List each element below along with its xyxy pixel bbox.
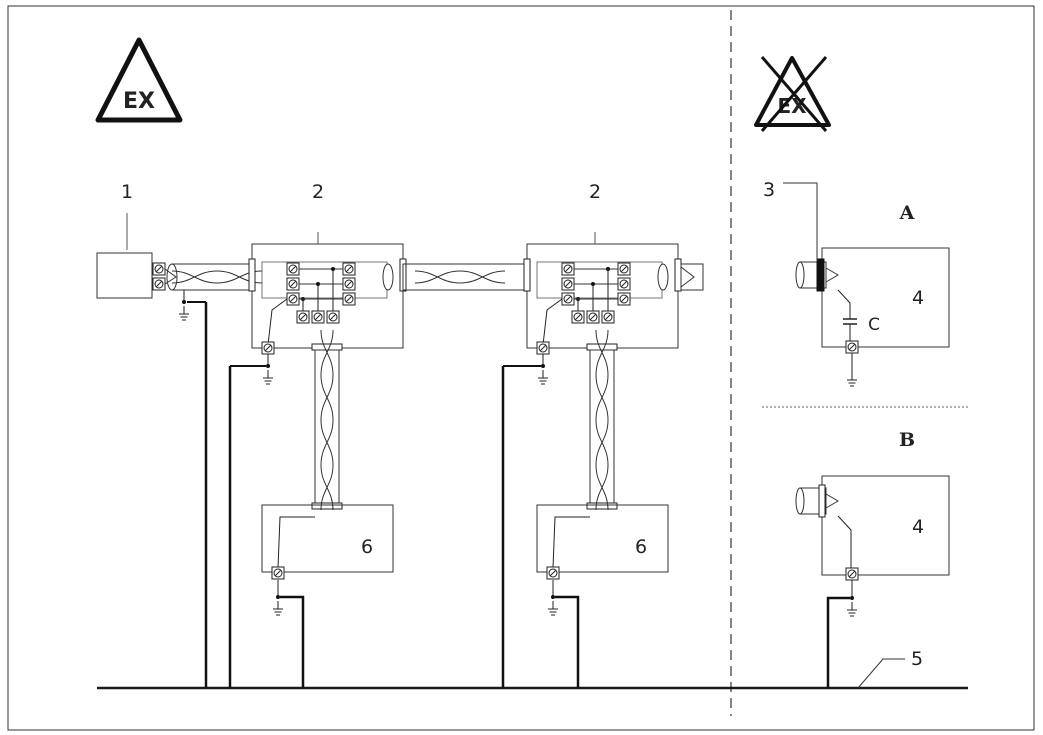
- variant-b-device-4: [795, 475, 950, 581]
- callout-3: 3: [763, 179, 775, 201]
- spur-cable-left: [311, 329, 343, 511]
- variant-a-label: A: [899, 202, 915, 224]
- hazard-area-icon: EX: [95, 37, 183, 123]
- callout-3-leader: [783, 182, 818, 262]
- figure-border: [7, 5, 1035, 731]
- non-hazardous-area-icon: EX: [754, 56, 831, 132]
- variant-b-label: B: [899, 429, 915, 451]
- hazard-area-text: EX: [123, 89, 155, 114]
- device-1: [96, 252, 166, 299]
- callout-5: 5: [911, 648, 923, 670]
- callout-2a: 2: [312, 181, 324, 203]
- spur-cable-right: [586, 329, 618, 511]
- junction-box-2-left: [248, 243, 407, 355]
- field-device-6-left: [261, 504, 394, 580]
- cable-segment-1: [164, 263, 263, 291]
- callout-1: 1: [121, 181, 133, 203]
- callout-5-leader: [857, 658, 905, 689]
- callout-6b: 6: [635, 536, 647, 558]
- junction-box-2-right: [523, 243, 704, 355]
- variant-a-device-4: [795, 247, 950, 354]
- callout-2b: 2: [589, 181, 601, 203]
- field-device-6-right: [536, 504, 669, 580]
- callout-6a: 6: [361, 536, 373, 558]
- callout-4a: 4: [912, 287, 924, 309]
- callout-4b: 4: [912, 516, 924, 538]
- capacitor-label: C: [868, 315, 880, 335]
